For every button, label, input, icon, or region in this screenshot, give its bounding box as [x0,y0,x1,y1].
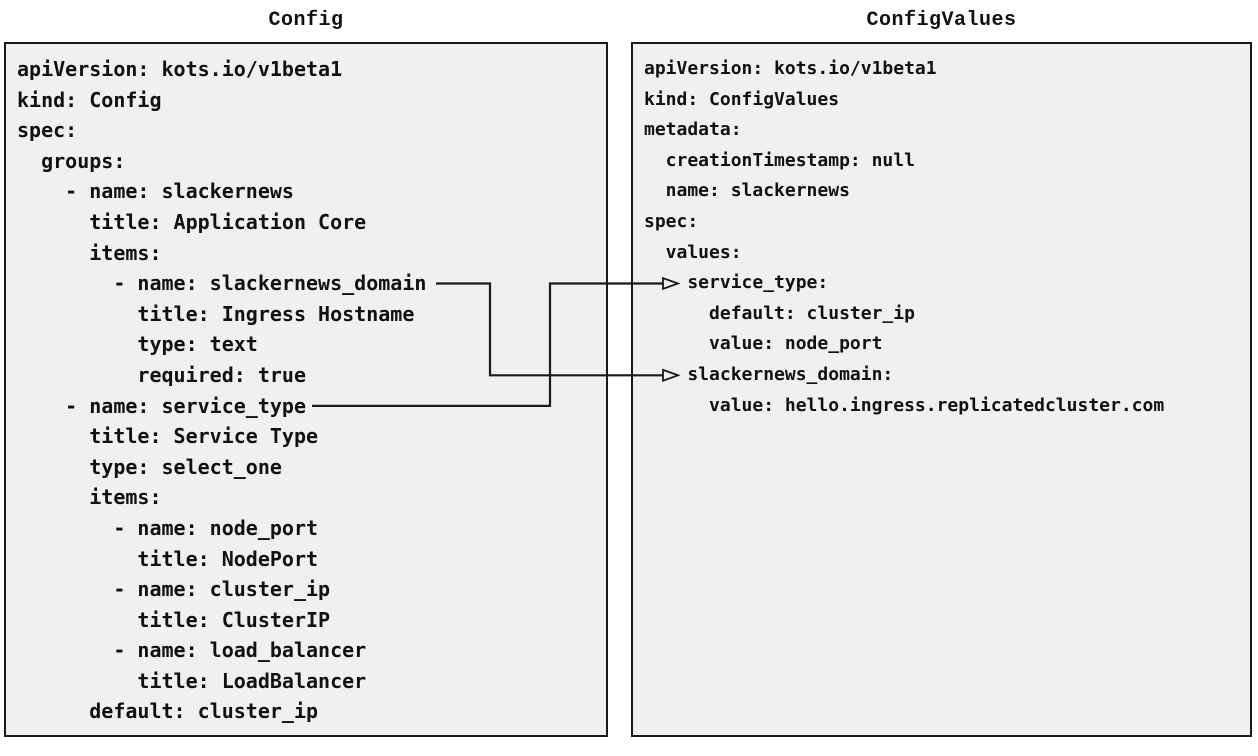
yaml-line: title: ClusterIP [17,607,331,632]
yaml-line: kind: ConfigValues [644,88,840,110]
yaml-line: title: Application Core [17,209,367,234]
yaml-line: default: cluster_ip [17,699,319,724]
config-yaml: apiVersion: kots.io/v1beta1 kind: Config s… [6,44,606,727]
yaml-line: groups: [17,148,126,173]
yaml-line: title: NodePort [17,546,319,571]
yaml-line: title: Service Type [17,424,319,449]
yaml-line-slackernews-domain-target: slackernews_domain: [644,363,894,385]
yaml-line: values: [644,241,742,263]
yaml-line: spec: [644,210,699,232]
config-values-panel: apiVersion: kots.io/v1beta1 kind: ConfigV… [631,42,1252,737]
yaml-line: - name: node_port [17,515,319,540]
yaml-line: type: text [17,332,258,357]
yaml-line: - name: slackernews [17,179,294,204]
yaml-line: items: [17,240,162,265]
yaml-line: - name: load_balancer [17,638,367,663]
config-values-panel-title: ConfigValues [866,9,1017,32]
yaml-line: spec: [17,118,78,143]
yaml-line: title: Ingress Hostname [17,301,415,326]
yaml-line-service-type-source: - name: service_type [17,393,306,418]
yaml-line: - name: cluster_ip [17,577,331,602]
yaml-line: items: [17,485,162,510]
yaml-line: title: LoadBalancer [17,668,367,693]
yaml-line: value: hello.ingress.replicatedcluster.c… [644,394,1165,416]
yaml-line: name: slackernews [644,180,850,202]
config-values-yaml: apiVersion: kots.io/v1beta1 kind: ConfigV… [633,44,1250,421]
yaml-line: apiVersion: kots.io/v1beta1 [644,58,937,79]
config-panel: apiVersion: kots.io/v1beta1 kind: Config s… [4,42,608,737]
yaml-line-slackernews-domain-source: - name: slackernews_domain [17,271,427,296]
yaml-line: creationTimestamp: null [644,149,915,171]
yaml-line: default: cluster_ip [644,302,915,324]
yaml-line: kind: Config [17,87,162,112]
config-panel-title: Config [268,9,344,32]
yaml-line-service-type-target: service_type: [644,272,829,294]
yaml-line: apiVersion: kots.io/v1beta1 [17,57,343,81]
yaml-line: metadata: [644,119,742,141]
yaml-line: required: true [17,362,306,387]
yaml-line: type: select_one [17,454,282,479]
yaml-line: value: node_port [644,333,883,355]
